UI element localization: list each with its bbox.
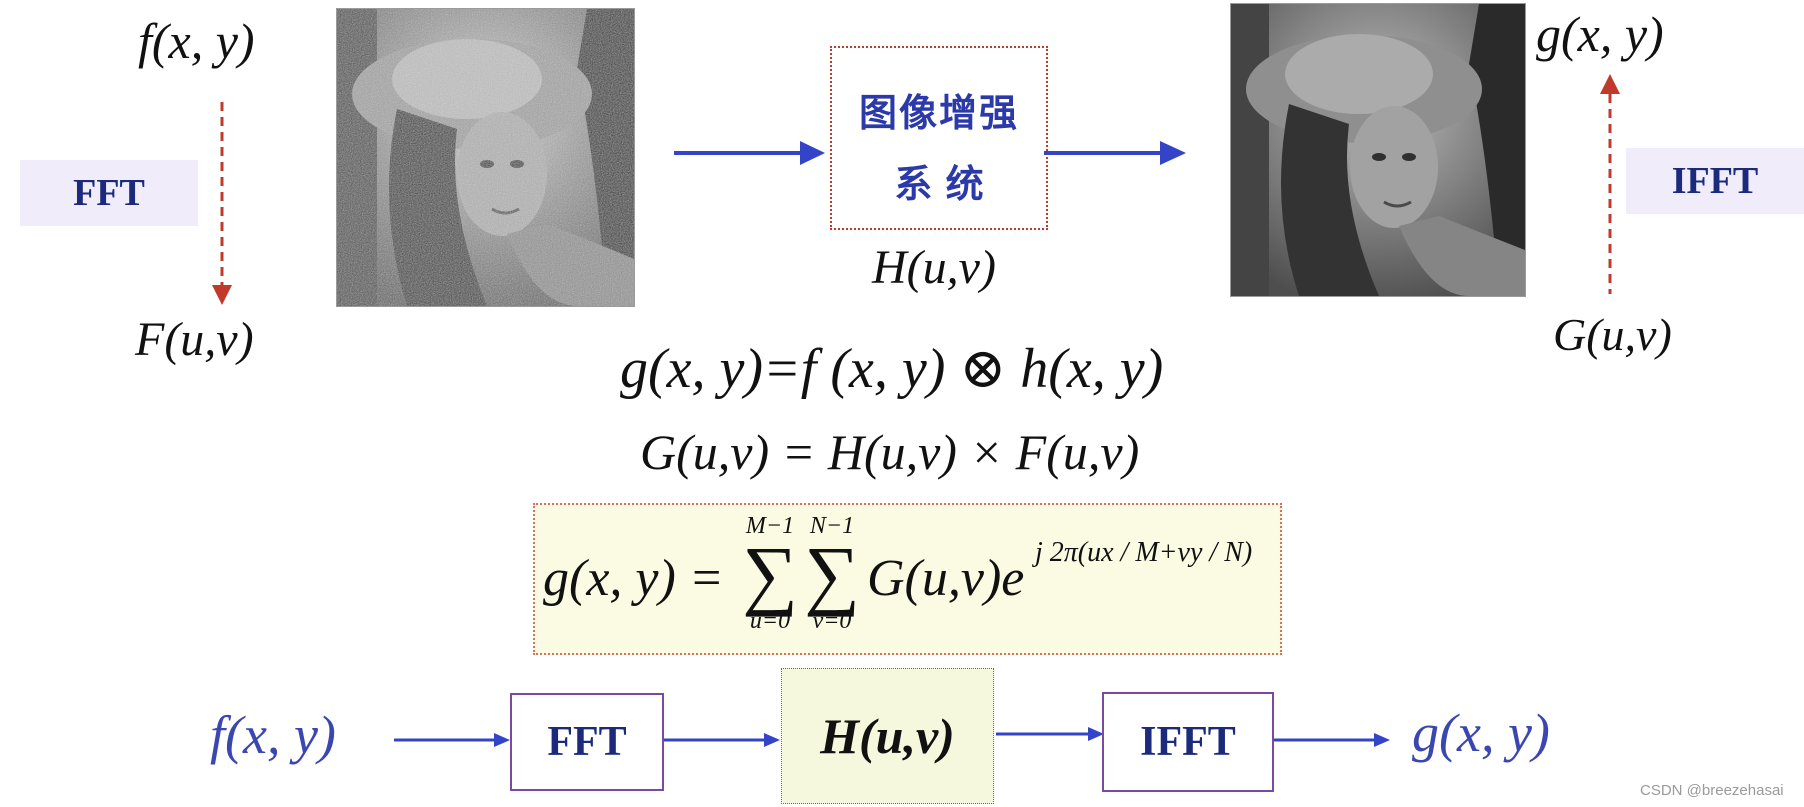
enhancement-line1: 图像增强 (858, 91, 1019, 135)
arrow-from-enhancement (1044, 141, 1186, 165)
inverse-body: G(u,v)e (867, 550, 1025, 607)
enhancement-line2: 系 统 (894, 162, 984, 206)
flow-arrow-2 (664, 733, 780, 747)
flow-ifft-box: IFFT (1102, 692, 1274, 792)
flow-fft-box: FFT (510, 693, 664, 791)
flow-input-label: f(x, y) (210, 705, 336, 765)
noisy-portrait-image (336, 8, 635, 307)
flow-arrow-3 (996, 727, 1104, 741)
output-signal-label: g(x, y) (1536, 6, 1664, 62)
sum-v: N−1 ∑ v=0 (802, 513, 862, 635)
watermark: CSDN @breezehasai (1640, 782, 1784, 799)
flow-filter-box: H(u,v) (781, 668, 994, 804)
input-spectrum-label: F(u,v) (135, 313, 254, 366)
sum-u-symbol: ∑ (742, 530, 798, 617)
sum-v-upper: N−1 (809, 513, 855, 539)
flow-arrow-1 (394, 733, 510, 747)
input-signal-label: f(x, y) (138, 13, 255, 69)
sum-u-lower: u=0 (749, 608, 791, 634)
inverse-exponent: j 2π(ux / M+vy / N) (1035, 537, 1253, 568)
enhanced-portrait-image (1230, 3, 1526, 297)
sum-v-symbol: ∑ (804, 530, 860, 617)
sum-u-upper: M−1 (745, 513, 795, 539)
inverse-lhs: g(x, y) = (543, 550, 724, 607)
flow-filter-label: H(u,v) (820, 708, 955, 764)
sum-v-lower: v=0 (812, 608, 852, 634)
transfer-function-label: H(u,v) (872, 241, 996, 294)
ifft-label: IFFT (1626, 148, 1804, 214)
product-equation: G(u,v) = H(u,v) × F(u,v) (640, 424, 1140, 480)
flow-arrow-4 (1274, 733, 1390, 747)
output-spectrum-label: G(u,v) (1553, 309, 1672, 360)
ifft-up-arrow (1600, 74, 1620, 294)
fft-down-arrow (212, 102, 232, 305)
convolution-equation: g(x, y)=f (x, y) ⊗ h(x, y) (620, 338, 1164, 400)
flow-output-label: g(x, y) (1412, 703, 1550, 763)
arrow-to-enhancement (674, 141, 825, 165)
sum-u: M−1 ∑ u=0 (740, 513, 800, 635)
image-enhancement-system-box: 图像增强 系 统 (830, 46, 1048, 230)
inverse-transform-formula-box: g(x, y) = M−1 ∑ u=0 N−1 ∑ v=0 G(u,v)e j … (533, 503, 1282, 655)
fft-label: FFT (20, 160, 198, 226)
